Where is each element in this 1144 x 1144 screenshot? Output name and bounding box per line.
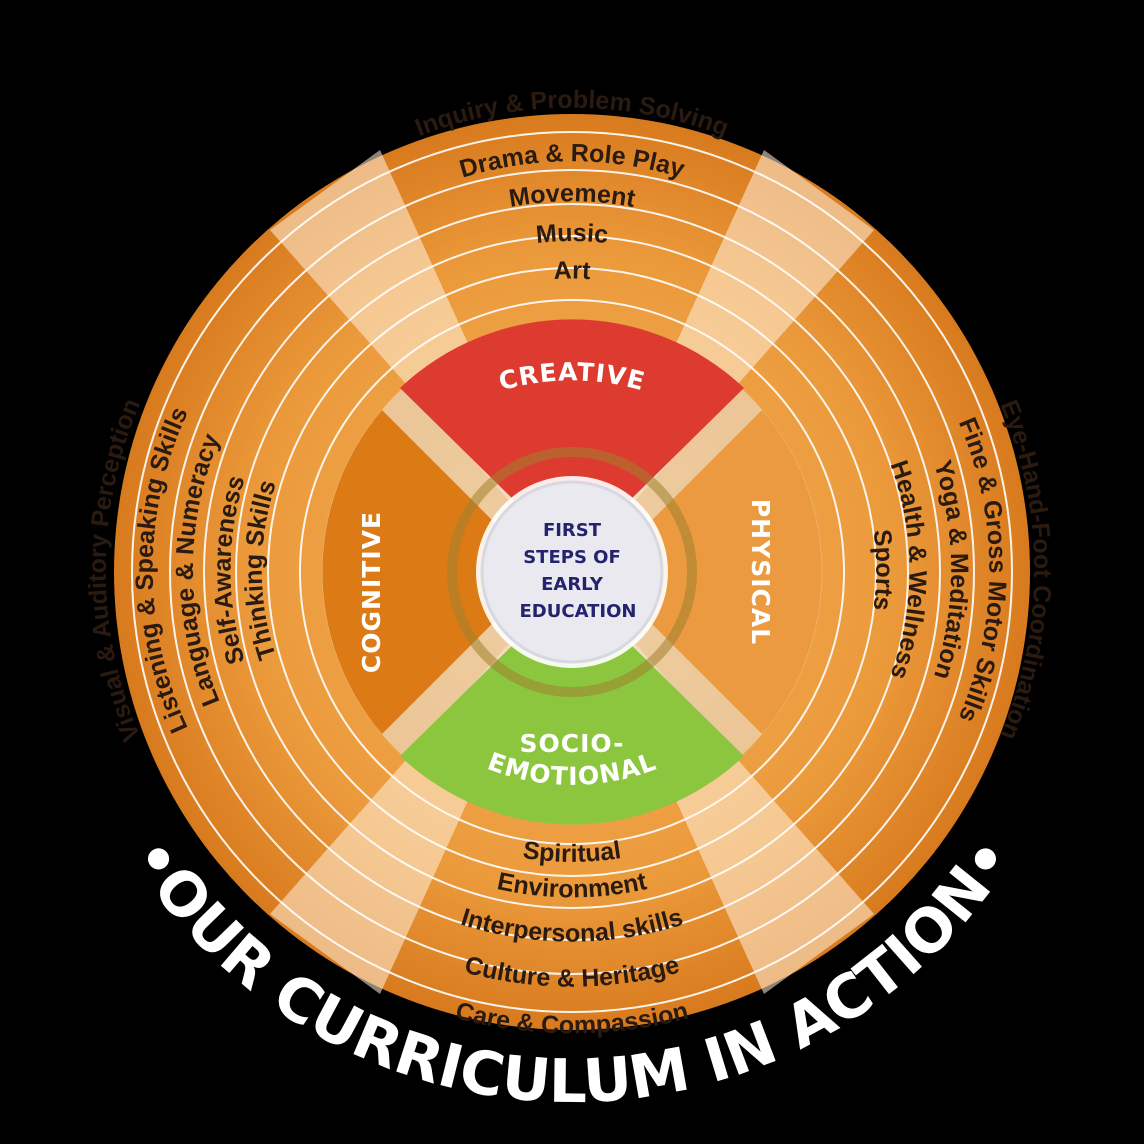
cognitive-sector bbox=[322, 410, 500, 734]
center-circle bbox=[480, 480, 664, 664]
ring-lines bbox=[131, 131, 1013, 1013]
top-item-4: Music bbox=[535, 219, 610, 249]
socio-emotional-sector bbox=[400, 636, 744, 825]
top-item-5: Art bbox=[553, 256, 592, 285]
center-line-3: EARLY bbox=[541, 574, 604, 595]
cognitive-label: COGNITIVE bbox=[357, 511, 386, 673]
center-line-1: FIRST bbox=[543, 520, 602, 541]
creative-sector bbox=[400, 319, 744, 508]
physical-sector bbox=[644, 410, 822, 734]
right-item-5: Sports bbox=[867, 528, 898, 612]
physical-label: PHYSICAL bbox=[746, 499, 775, 645]
accent-ring bbox=[447, 447, 697, 697]
socio-label-1: SOCIO- bbox=[520, 729, 625, 758]
center-line-4: EDUCATION bbox=[520, 601, 637, 622]
bottom-item-1: Spiritual bbox=[521, 836, 622, 868]
center-line-2: STEPS OF bbox=[523, 547, 621, 568]
